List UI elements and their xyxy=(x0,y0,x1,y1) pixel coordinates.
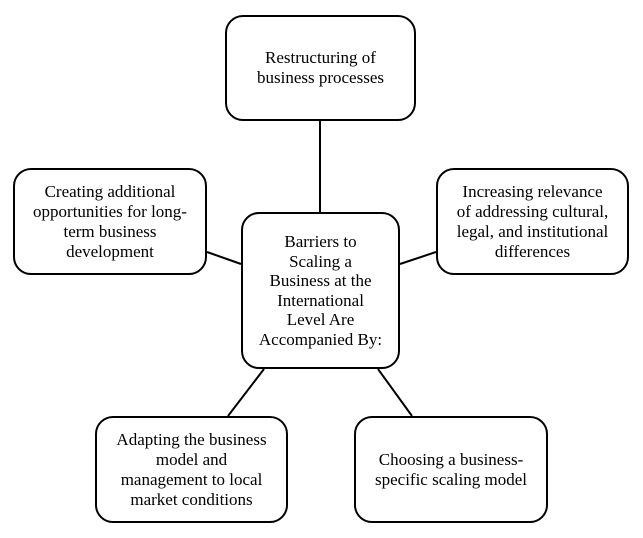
node-adapting-model: Adapting the business model and manageme… xyxy=(95,416,288,523)
node-opportunities-text: Creating additional opportunities for lo… xyxy=(33,181,187,261)
node-restructuring: Restructuring of business processes xyxy=(225,15,416,121)
connector-bottom-left xyxy=(227,368,265,417)
connector-bottom-right xyxy=(377,368,413,417)
node-differences-text: Increasing relevance of addressing cultu… xyxy=(456,181,609,261)
central-node: Barriers to Scaling a Business at the In… xyxy=(241,212,400,369)
node-scaling-model: Choosing a business- specific scaling mo… xyxy=(354,416,548,523)
node-differences: Increasing relevance of addressing cultu… xyxy=(436,168,629,275)
connector-right xyxy=(399,251,437,265)
node-scaling-model-text: Choosing a business- specific scaling mo… xyxy=(374,449,527,489)
node-opportunities: Creating additional opportunities for lo… xyxy=(13,168,207,275)
central-node-text: Barriers to Scaling a Business at the In… xyxy=(258,232,383,349)
node-adapting-model-text: Adapting the business model and manageme… xyxy=(116,429,267,509)
node-restructuring-text: Restructuring of business processes xyxy=(256,48,384,87)
connector-left xyxy=(206,251,242,265)
